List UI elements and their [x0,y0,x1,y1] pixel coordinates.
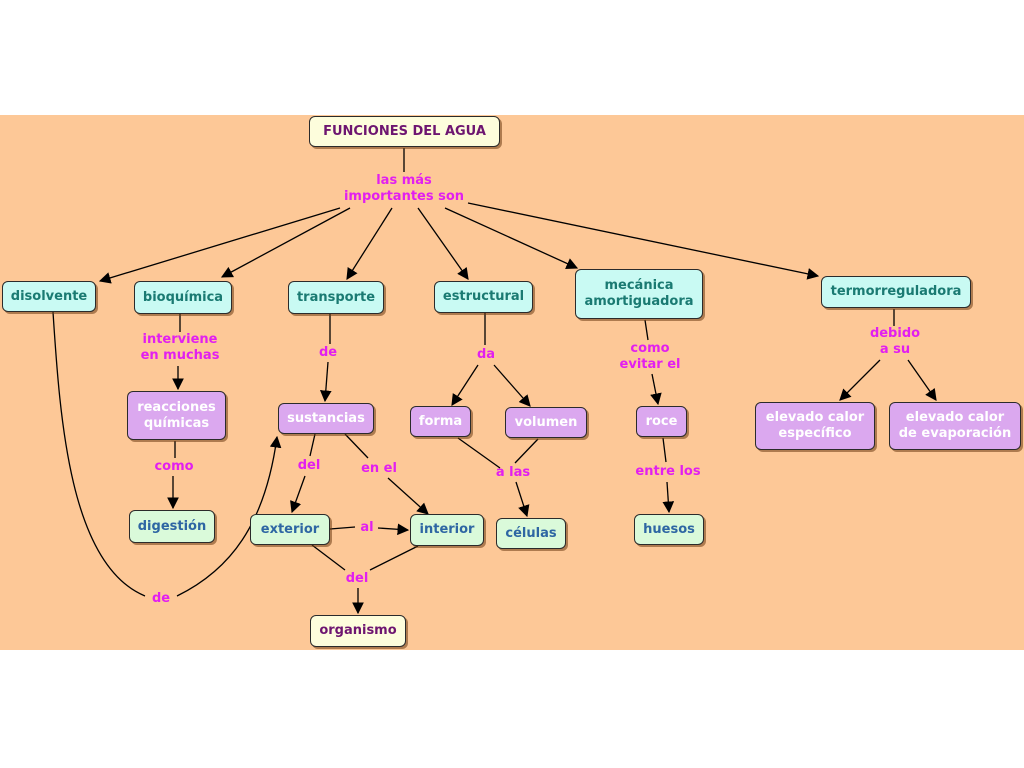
node-roce[interactable]: roce [636,406,687,437]
link-label-debido: debido a su [869,326,921,357]
arrow-to-transporte [346,207,393,280]
link-label-interviene: interviene en muchas [140,332,220,363]
link-label-las-mas-importantes: las más importantes son [343,173,465,204]
link-label-del-exterior: del [297,458,321,473]
link-sustancias-en-el [344,433,369,459]
node-reacciones-quimicas[interactable]: reacciones químicas [127,391,226,440]
arrow-to-volumen [493,364,531,407]
arrow-to-huesos [662,481,675,514]
concept-map-canvas [0,115,1024,650]
arrow-to-calor-especifico [839,359,881,401]
link-label-entre-los: entre los [635,464,701,479]
arrow-to-disolvente [98,207,341,284]
link-exterior-del [311,544,346,571]
link-label-como: como [154,459,194,474]
curve-de-sustancias [176,435,282,597]
node-celulas[interactable]: células [496,518,566,549]
link-volumen-a-las [514,438,539,464]
node-volumen[interactable]: volumen [505,407,587,438]
arrow-to-estructural [417,207,469,280]
arrow-exterior-interior [377,523,410,536]
node-organismo[interactable]: organismo [310,615,406,647]
link-label-de-transporte: de [318,345,338,360]
link-label-del-organismo: del [345,571,369,586]
arrow-to-interior [387,477,429,515]
arrow-to-roce [650,373,662,406]
node-sustancias[interactable]: sustancias [278,403,374,434]
node-digestion[interactable]: digestión [129,510,215,543]
node-bioquimica[interactable]: bioquímica [134,281,232,314]
node-huesos[interactable]: huesos [634,514,704,545]
link-roce [662,437,667,463]
node-exterior[interactable]: exterior [250,514,330,545]
arrow-to-termorreguladora [467,202,820,280]
node-calor-especifico[interactable]: elevado calor específico [755,402,875,450]
link-interior-del [369,545,419,571]
arrow-to-bioquimica [220,207,351,278]
arrow-to-mecanica [444,207,579,269]
link-label-como-evitar: como evitar el [619,341,681,372]
node-mecanica-amortiguadora[interactable]: mecánica amortiguadora [575,269,703,319]
link-label-de-disolvente: de [151,591,171,606]
arrow-to-exterior [290,475,306,514]
link-forma-a-las [457,437,501,469]
link-label-da: da [476,347,496,362]
node-title[interactable]: FUNCIONES DEL AGUA [309,116,500,147]
arrow-to-calor-evaporacion [907,359,937,401]
arrow-to-celulas [515,481,530,518]
arrow-to-forma [451,364,479,406]
link-label-a-las: a las [495,465,531,480]
node-disolvente[interactable]: disolvente [2,281,96,312]
link-sustancias-del [309,433,316,457]
link-label-en-el: en el [361,461,397,476]
node-estructural[interactable]: estructural [434,281,533,313]
node-calor-evaporacion[interactable]: elevado calor de evaporación [889,402,1021,450]
node-termorreguladora[interactable]: termorreguladora [821,276,971,308]
link-label-al: al [360,520,374,535]
node-forma[interactable]: forma [410,406,471,437]
node-transporte[interactable]: transporte [288,281,384,314]
node-interior[interactable]: interior [410,514,484,546]
link-exterior-al [329,526,356,530]
curve-disolvente-de [52,311,146,597]
arrow-to-sustancias [319,361,332,403]
link-mecanica [644,319,649,341]
